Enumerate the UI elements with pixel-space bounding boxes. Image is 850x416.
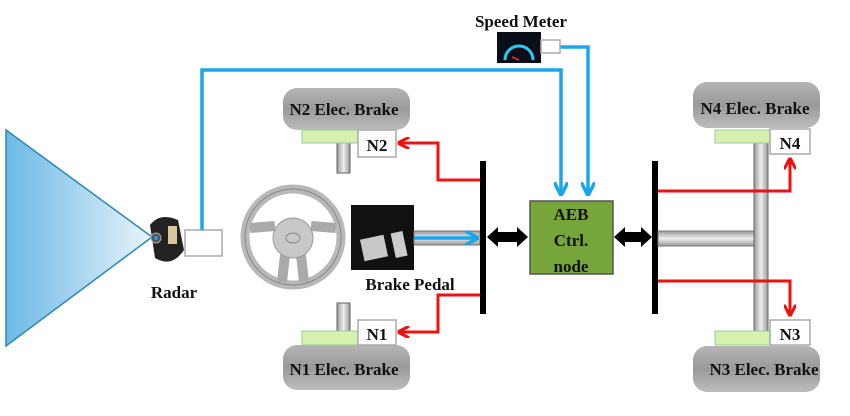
n2-command-arrow bbox=[400, 143, 480, 182]
n4-brake-label: N4 Elec. Brake bbox=[700, 99, 810, 118]
right-bus bbox=[652, 161, 658, 314]
n1-tire bbox=[283, 345, 410, 390]
n3-tire bbox=[693, 346, 820, 392]
aeb-label-line1: AEB bbox=[554, 205, 589, 224]
radar-icon bbox=[150, 216, 184, 262]
n2-node-label: N2 bbox=[367, 136, 388, 155]
n3-command-arrow bbox=[658, 279, 790, 314]
radar-connector bbox=[184, 229, 223, 257]
n4-node-label: N4 bbox=[780, 134, 801, 153]
front-axle-lower bbox=[336, 302, 351, 332]
front-axle-upper bbox=[336, 142, 351, 174]
n1-node bbox=[357, 319, 397, 346]
n2-brake-label: N2 Elec. Brake bbox=[289, 100, 399, 119]
brake-pedal-label: Brake Pedal bbox=[365, 275, 455, 294]
rear-axle-vertical bbox=[753, 142, 769, 332]
n4-command-arrow bbox=[658, 160, 790, 193]
left-bus bbox=[480, 161, 486, 314]
n1-brake-label: N1 Elec. Brake bbox=[289, 360, 399, 379]
speed-signal-line bbox=[560, 45, 588, 193]
n2-brake-pad bbox=[301, 129, 359, 144]
radar-beam bbox=[5, 128, 154, 348]
aeb-label-line2: Ctrl. bbox=[554, 231, 588, 250]
n4-tire bbox=[693, 82, 820, 128]
n3-node-label: N3 bbox=[780, 325, 801, 344]
n3-brake-pad bbox=[714, 330, 771, 346]
speed-meter-label: Speed Meter bbox=[475, 12, 568, 31]
aeb-label-line3: node bbox=[554, 257, 589, 276]
radar-signal-line bbox=[200, 68, 561, 230]
speedometer-icon bbox=[497, 32, 541, 63]
rear-axle-horizontal bbox=[657, 230, 755, 247]
n3-brake-label: N3 Elec. Brake bbox=[709, 360, 819, 379]
n1-node-label: N1 bbox=[367, 325, 388, 344]
steering-wheel-icon bbox=[240, 184, 346, 290]
n4-brake-pad bbox=[714, 129, 771, 144]
n4-node bbox=[769, 128, 811, 155]
n3-node bbox=[769, 319, 811, 346]
n2-node bbox=[357, 129, 397, 158]
n1-command-arrow bbox=[400, 293, 480, 332]
n1-brake-pad bbox=[301, 330, 359, 346]
aeb-ctrl-node bbox=[529, 200, 614, 275]
speed-meter-connector bbox=[540, 39, 561, 54]
left-bidirectional-arrow bbox=[487, 227, 528, 247]
right-bidirectional-arrow bbox=[614, 227, 652, 247]
radar-label: Radar bbox=[151, 283, 198, 302]
n2-tire bbox=[283, 88, 410, 130]
brake-pedal-icon bbox=[351, 205, 414, 270]
